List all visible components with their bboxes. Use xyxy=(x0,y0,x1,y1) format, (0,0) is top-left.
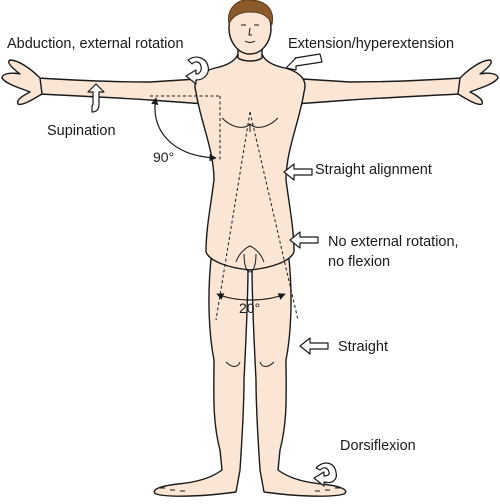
left-hand xyxy=(1,59,43,106)
label-dorsiflexion: Dorsiflexion xyxy=(340,438,416,454)
label-supination: Supination xyxy=(47,123,116,139)
leg-angle-arc xyxy=(216,293,286,301)
label-no-rotation-line1: No external rotation, xyxy=(328,234,459,250)
label-abduction: Abduction, external rotation xyxy=(7,36,184,52)
label-straight-alignment: Straight alignment xyxy=(315,162,432,178)
arrow-abduction-rotation xyxy=(185,56,209,85)
arrow-dorsiflexion xyxy=(313,462,337,487)
shoulder-angle-arc xyxy=(151,97,217,162)
hair xyxy=(228,0,274,26)
label-shoulder-angle: 90° xyxy=(153,149,175,165)
left-leg xyxy=(153,249,249,497)
torso xyxy=(194,53,306,271)
arrow-straight xyxy=(299,337,329,355)
label-no-rotation-line2: no flexion xyxy=(328,254,391,270)
label-leg-angle: 20° xyxy=(239,300,261,316)
arrow-extension xyxy=(285,53,323,71)
right-hand xyxy=(457,59,499,106)
arrow-straight-alignment xyxy=(283,163,313,181)
label-extension: Extension/hyperextension xyxy=(288,36,455,52)
rotation-arrows xyxy=(87,56,337,487)
arrow-supination xyxy=(87,83,105,113)
arrow-no-rotation xyxy=(289,231,319,249)
left-leg-axis-line xyxy=(215,111,251,321)
reference-dashed-lines xyxy=(150,95,299,321)
label-straight: Straight xyxy=(338,339,388,355)
right-leg-axis-line xyxy=(249,111,299,321)
right-leg xyxy=(251,249,347,497)
anatomy-lines xyxy=(160,24,340,492)
pointer-arrows xyxy=(283,53,329,355)
